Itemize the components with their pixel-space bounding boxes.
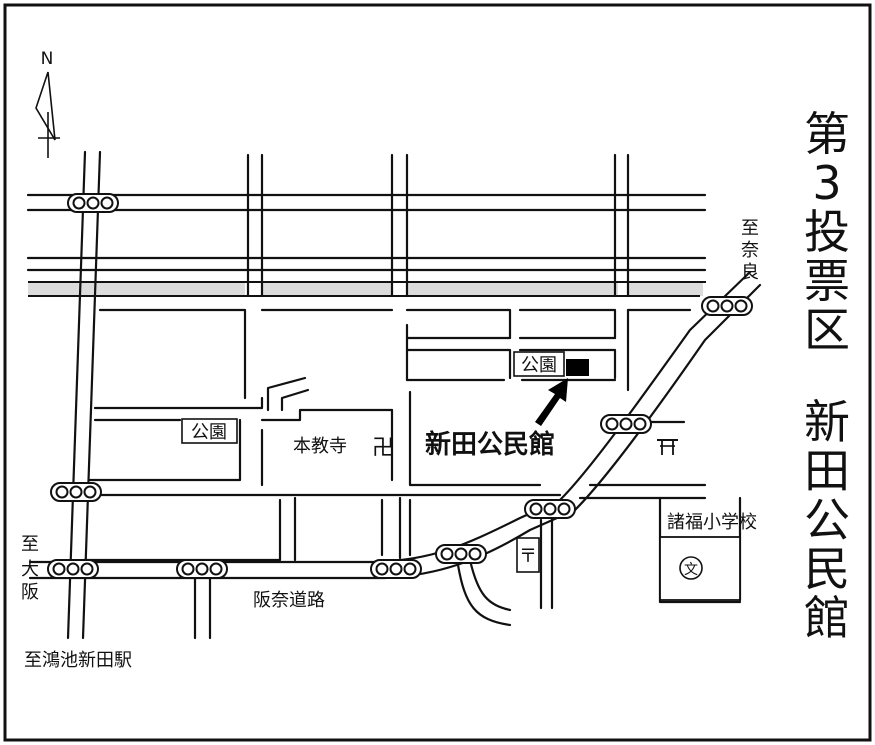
temple-label: 本教寺: [293, 436, 347, 457]
title-char: 公: [804, 493, 850, 547]
school-icon: 文: [659, 536, 741, 601]
traffic-signal-icon: [600, 414, 652, 434]
traffic-signal-icon: [50, 482, 102, 502]
title-char: 区: [804, 303, 850, 357]
temple-icon: 卍: [372, 436, 394, 461]
school-label: 諸福小学校: [667, 512, 757, 533]
map-frame: [3, 3, 872, 742]
map-title: 第 3 投 票 区 新 田 公 民 館: [804, 107, 850, 645]
svg-text:公園: 公園: [521, 355, 557, 376]
traffic-signal-icon: [176, 559, 228, 579]
title-char: 第: [804, 107, 850, 161]
title-char: 館: [804, 591, 850, 645]
svg-text:大: 大: [21, 559, 39, 580]
traffic-signal-icon: [524, 499, 576, 519]
destination-nara: 至 奈 良: [741, 218, 759, 283]
compass: N: [35, 49, 60, 158]
svg-text:奈: 奈: [741, 240, 759, 261]
svg-text:至: 至: [741, 218, 759, 239]
title-char: 田: [804, 444, 850, 498]
title-char: 新: [804, 395, 850, 449]
target-label: 新田公民館: [425, 429, 555, 460]
title-char: 民: [804, 542, 850, 596]
community-hall-marker: [566, 359, 589, 376]
svg-text:文: 文: [684, 562, 698, 578]
destination-station: 至鴻池新田駅: [24, 650, 132, 671]
compass-arrow-icon: [35, 71, 56, 141]
park-label-west: 公園: [181, 418, 238, 444]
svg-text:〒: 〒: [519, 546, 537, 567]
compass-north-label: N: [41, 49, 54, 69]
shrine-icon: [657, 439, 678, 455]
road-label: 阪奈道路: [253, 590, 325, 611]
pointer-arrow-icon: [535, 378, 568, 426]
title-char: 投: [804, 205, 850, 259]
traffic-signal-icon: [701, 296, 753, 316]
title-char: 3: [812, 156, 841, 210]
svg-text:公園: 公園: [191, 422, 227, 443]
traffic-signal-icon: [435, 544, 487, 564]
post-office-icon: 〒: [516, 537, 540, 573]
traffic-signals: [47, 193, 753, 579]
svg-text:阪: 阪: [21, 582, 39, 603]
svg-text:至: 至: [21, 534, 39, 555]
traffic-signal-icon: [67, 193, 119, 213]
destination-osaka: 至 大 阪: [21, 534, 39, 603]
traffic-signal-icon: [370, 559, 422, 579]
title-char: 票: [804, 254, 850, 308]
park-label-east: 公園: [513, 351, 565, 377]
road-network: [26, 150, 762, 640]
traffic-signal-icon: [47, 559, 99, 579]
railway-line: [28, 281, 706, 297]
svg-text:良: 良: [741, 262, 759, 283]
